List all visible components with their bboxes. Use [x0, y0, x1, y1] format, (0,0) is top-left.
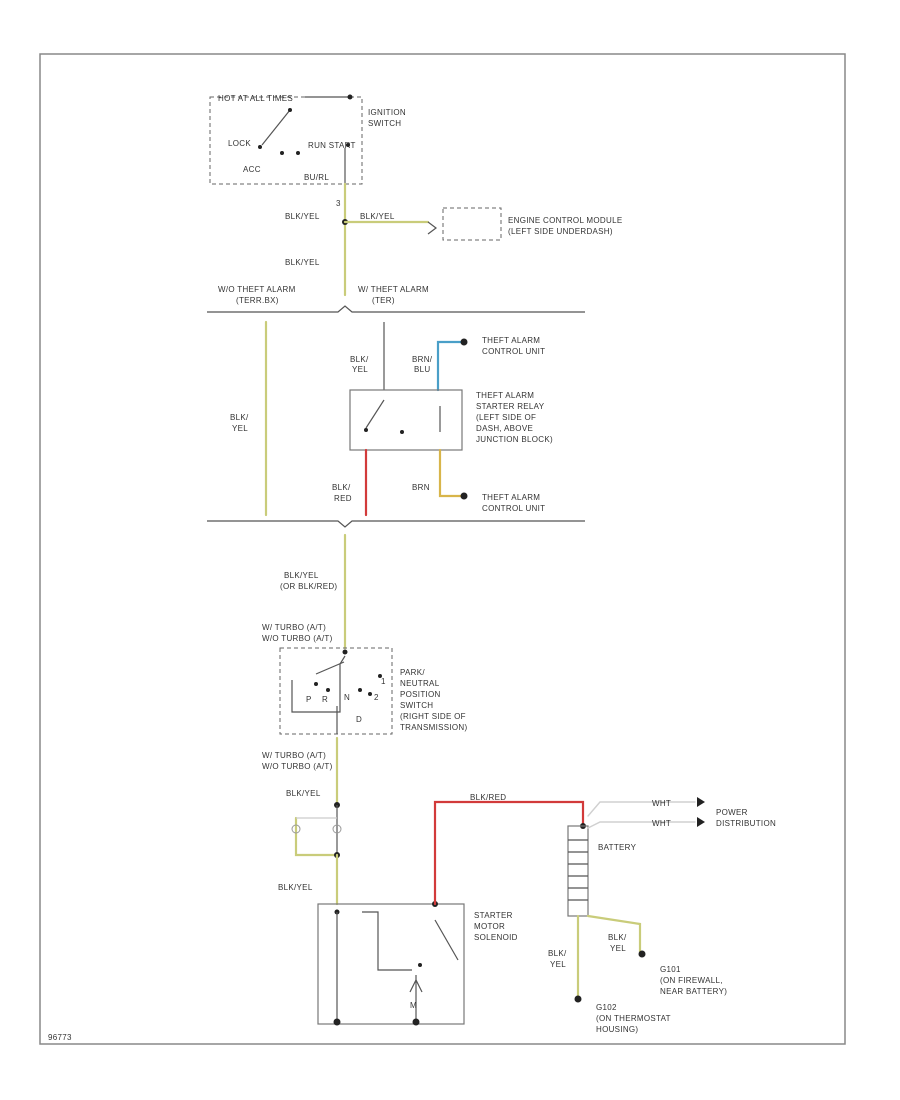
svg-text:(RIGHT SIDE OF: (RIGHT SIDE OF [400, 712, 466, 721]
pn-option-bottom: W/ TURBO (A/T) [262, 751, 326, 760]
svg-text:BLK/RED: BLK/RED [470, 793, 506, 802]
svg-text:WHT: WHT [652, 799, 671, 808]
svg-text:BLK/: BLK/ [608, 933, 627, 942]
starter-solenoid-box [317, 903, 465, 1025]
svg-text:BLK/YEL: BLK/YEL [286, 789, 321, 798]
svg-text:HOUSING): HOUSING) [596, 1025, 638, 1034]
svg-text:(TER): (TER) [372, 296, 395, 305]
svg-text:SWITCH: SWITCH [368, 119, 401, 128]
svg-text:POSITION: POSITION [400, 690, 441, 699]
wire-blk-red-battery [433, 800, 585, 906]
wire-label: BLK/YEL [285, 258, 320, 267]
svg-text:DASH, ABOVE: DASH, ABOVE [476, 424, 533, 433]
wire-brn-blu [436, 340, 464, 392]
svg-text:LOCK: LOCK [228, 139, 251, 148]
svg-text:N: N [344, 693, 350, 702]
wire-wht-1 [587, 801, 696, 817]
theft-alarm-relay-box [349, 389, 463, 451]
svg-text:RED: RED [334, 494, 352, 503]
svg-text:SWITCH: SWITCH [400, 701, 433, 710]
svg-text:TRANSMISSION): TRANSMISSION) [400, 723, 467, 732]
svg-text:R: R [322, 695, 328, 704]
svg-text:W/O TURBO (A/T): W/O TURBO (A/T) [262, 762, 333, 771]
svg-text:BLK/: BLK/ [350, 355, 369, 364]
svg-text:BRN: BRN [412, 483, 430, 492]
svg-text:YEL: YEL [550, 960, 566, 969]
wire-label: BLK/YEL [360, 212, 395, 221]
svg-text:BLK/: BLK/ [230, 413, 249, 422]
arrow-icon [697, 817, 705, 827]
svg-text:2: 2 [374, 693, 379, 702]
wire-label: BLK/YEL [285, 212, 320, 221]
option-separator-top [207, 305, 585, 313]
battery-label: BATTERY [598, 843, 637, 852]
svg-text:HOT AT ALL TIMES: HOT AT ALL TIMES [218, 94, 293, 103]
svg-text:YEL: YEL [352, 365, 368, 374]
arrow-icon [697, 797, 705, 807]
svg-text:P: P [306, 695, 312, 704]
theft-alarm-unit-2: THEFT ALARM [482, 493, 540, 502]
svg-text:M: M [410, 1001, 417, 1010]
ecm-box [442, 207, 502, 241]
pn-option-top: W/ TURBO (A/T) [262, 623, 326, 632]
svg-text:D: D [356, 715, 362, 724]
svg-text:YEL: YEL [232, 424, 248, 433]
wire-loop [294, 816, 339, 857]
option-separator-bottom [207, 520, 585, 528]
ground-g102-label: G102 [596, 1003, 617, 1012]
option-without-alarm: W/O THEFT ALARM [218, 285, 296, 294]
svg-text:MOTOR: MOTOR [474, 922, 505, 931]
theft-alarm-relay-label: THEFT ALARM [476, 391, 534, 400]
svg-text:(ON FIREWALL,: (ON FIREWALL, [660, 976, 723, 985]
power-distribution-label: POWER [716, 808, 748, 817]
svg-text:BLK/: BLK/ [548, 949, 567, 958]
svg-text:W/O TURBO (A/T): W/O TURBO (A/T) [262, 634, 333, 643]
svg-text:1: 1 [381, 677, 386, 686]
svg-text:JUNCTION BLOCK): JUNCTION BLOCK) [476, 435, 553, 444]
pn-switch-box [279, 647, 393, 735]
diagram-frame [39, 53, 846, 1045]
option-with-alarm: W/ THEFT ALARM [358, 285, 429, 294]
svg-text:NEAR BATTERY): NEAR BATTERY) [660, 987, 727, 996]
theft-alarm-unit-1: THEFT ALARM [482, 336, 540, 345]
ecm-location: (LEFT SIDE UNDERDASH) [508, 227, 613, 236]
ignition-switch: HOT AT ALL TIMES LOCK RUN START ACC BU/R… [209, 94, 406, 185]
svg-text:IGNITION: IGNITION [368, 108, 406, 117]
svg-text:RUN START: RUN START [308, 141, 356, 150]
svg-text:STARTER RELAY: STARTER RELAY [476, 402, 545, 411]
svg-text:BLK/YEL: BLK/YEL [284, 571, 319, 580]
starter-solenoid-label: STARTER [474, 911, 513, 920]
svg-text:SOLENOID: SOLENOID [474, 933, 518, 942]
svg-text:BLK/: BLK/ [332, 483, 351, 492]
svg-text:BLU: BLU [414, 365, 430, 374]
svg-text:NEUTRAL: NEUTRAL [400, 679, 440, 688]
wire-wht-2 [587, 821, 696, 829]
svg-text:CONTROL UNIT: CONTROL UNIT [482, 504, 545, 513]
svg-text:CONTROL UNIT: CONTROL UNIT [482, 347, 545, 356]
ground-g101-label: G101 [660, 965, 681, 974]
svg-text:YEL: YEL [610, 944, 626, 953]
svg-text:(TERR.BX): (TERR.BX) [236, 296, 279, 305]
svg-text:(LEFT SIDE OF: (LEFT SIDE OF [476, 413, 536, 422]
svg-text:BU/RL: BU/RL [304, 173, 329, 182]
svg-text:ACC: ACC [243, 165, 261, 174]
svg-text:WHT: WHT [652, 819, 671, 828]
pin-3-label: 3 [336, 199, 341, 208]
wire-brn [438, 448, 464, 498]
figure-code: 96773 [48, 1033, 72, 1042]
svg-text:(OR BLK/RED): (OR BLK/RED) [280, 582, 337, 591]
pn-switch-label: PARK/ [400, 668, 425, 677]
svg-text:(ON THERMOSTAT: (ON THERMOSTAT [596, 1014, 671, 1023]
svg-text:BLK/YEL: BLK/YEL [278, 883, 313, 892]
wire-ground-g101 [586, 914, 642, 954]
svg-text:BRN/: BRN/ [412, 355, 433, 364]
ecm-label: ENGINE CONTROL MODULE [508, 216, 622, 225]
svg-text:DISTRIBUTION: DISTRIBUTION [716, 819, 776, 828]
